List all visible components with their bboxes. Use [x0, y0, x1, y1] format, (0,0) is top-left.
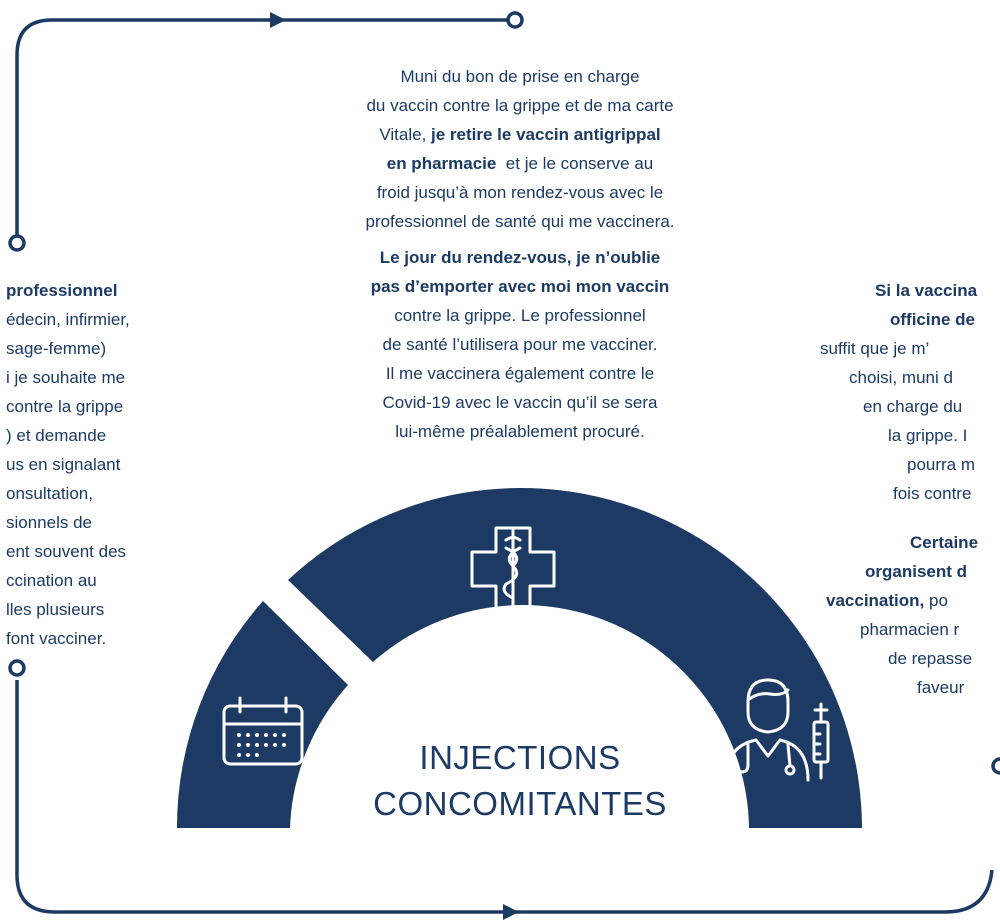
- right-line11: vaccination, po: [820, 586, 1000, 615]
- left-line1: professionnel: [6, 281, 118, 300]
- right-line1: Si la vaccina: [875, 281, 978, 300]
- center-title: INJECTIONS CONCOMITANTES: [330, 735, 710, 827]
- right-line11-bold: vaccination,: [826, 591, 925, 610]
- node-right-lower: [991, 757, 1000, 775]
- right-line12: pharmacien r: [860, 620, 960, 639]
- top-p2-line1: Le jour du rendez-vous, je n’oublie: [379, 248, 661, 267]
- top-p2-line3: contre la grippe. Le professionnel: [394, 306, 646, 325]
- center-title-line2: CONCOMITANTES: [373, 785, 667, 822]
- right-line9: Certaine: [910, 533, 979, 552]
- top-p2-line2: pas d’emporter avec moi mon vaccin: [370, 277, 670, 296]
- top-arrow-head: [270, 12, 286, 28]
- left-line6: ) et demande: [6, 426, 107, 445]
- top-p2-line6: Covid-19 avec le vaccin qu’il se sera: [382, 393, 658, 412]
- top-p1-line3: Vitale, je retire le vaccin antigrippal: [290, 120, 750, 149]
- top-p2-line7: lui-même préalablement procuré.: [395, 422, 645, 441]
- right-line4: choisi, muni d: [849, 368, 953, 387]
- right-text-block: Si la vaccina officine de suffit que je …: [820, 276, 1000, 702]
- left-line5: contre la grippe: [6, 397, 124, 416]
- medical-cross-caduceus-icon: [470, 526, 556, 612]
- top-p1-line5: froid jusqu’à mon rendez-vous avec le: [376, 183, 664, 202]
- left-line4: i je souhaite me: [6, 368, 126, 387]
- bottom-flow-line: [15, 680, 994, 914]
- left-line13: font vacciner.: [6, 629, 107, 648]
- node-top-right: [506, 11, 524, 29]
- arc-segment-left: [176, 601, 348, 828]
- top-p1-line1: Muni du bon de prise en charge: [400, 67, 640, 86]
- doctor-syringe-icon: [724, 678, 830, 782]
- top-flow-line: [15, 18, 507, 236]
- left-line7: us en signalant: [6, 455, 121, 474]
- top-p1-line4-bold: en pharmacie: [386, 154, 497, 173]
- top-p2-line5: Il me vaccinera également contre le: [385, 364, 655, 383]
- bottom-arrow-head: [503, 904, 519, 920]
- node-left-lower: [8, 659, 26, 677]
- top-text-block: Muni du bon de prise en charge du vaccin…: [290, 62, 750, 446]
- left-line2: édecin, infirmier,: [6, 310, 130, 329]
- left-line10: ent souvent des: [6, 542, 127, 561]
- right-line3: suffit que je m’: [820, 339, 930, 358]
- top-p1-line4: en pharmacie et je le conserve au: [290, 149, 750, 178]
- calendar-icon: [222, 696, 304, 766]
- left-text-block: professionnel édecin, infirmier, sage-fe…: [6, 276, 186, 653]
- right-line2: officine de: [890, 310, 976, 329]
- right-line7: pourra m: [907, 455, 976, 474]
- top-p1-line3-normal: Vitale,: [379, 125, 432, 144]
- right-line10: organisent d: [865, 562, 968, 581]
- left-line12: lles plusieurs: [6, 600, 105, 619]
- right-line13: de repasse: [888, 649, 973, 668]
- left-line9: sionnels de: [6, 513, 93, 532]
- left-line3: sage-femme): [6, 339, 107, 358]
- center-title-line1: INJECTIONS: [419, 739, 621, 776]
- right-line11-normal: po: [924, 591, 948, 610]
- node-left-upper: [8, 234, 26, 252]
- right-line6: la grippe. I: [888, 426, 968, 445]
- top-p1-line6: professionnel de santé qui me vaccinera.: [365, 212, 675, 231]
- top-p1-line4-normal: et je le conserve au: [496, 154, 654, 173]
- right-line8: fois contre: [893, 484, 972, 503]
- top-p1-line3-bold: je retire le vaccin antigrippal: [431, 125, 661, 144]
- arc-segment-main: [288, 487, 862, 828]
- right-line5: en charge du: [863, 397, 963, 416]
- top-p2-line4: de santé l’utilisera pour me vacciner.: [382, 335, 658, 354]
- top-p1-line2: du vaccin contre la grippe et de ma cart…: [366, 96, 674, 115]
- right-line14: faveur: [917, 678, 965, 697]
- calendar-day-dots: [237, 733, 286, 757]
- left-line11: ccination au: [6, 571, 97, 590]
- left-line8: onsultation,: [6, 484, 93, 503]
